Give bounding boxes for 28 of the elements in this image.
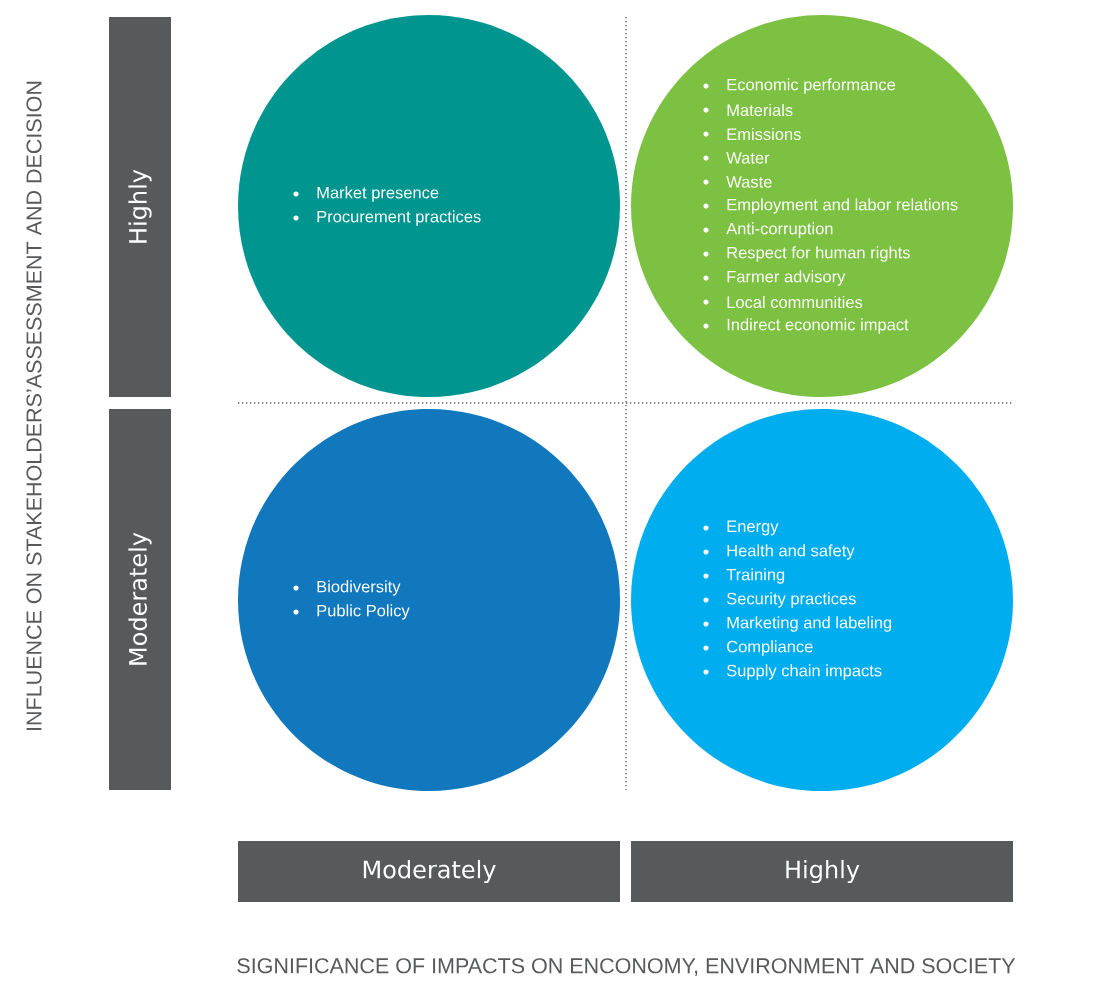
bullet-item: Energy — [703, 520, 779, 536]
bullet-item: Materials — [703, 103, 793, 117]
bullet-item: Marketing and labeling — [703, 616, 892, 632]
bullet-item: Waste — [703, 176, 772, 188]
bullet-item: Health and safety — [703, 544, 855, 560]
bullet-item: Market presence — [293, 186, 439, 202]
bullet-item: Anti-corruption — [703, 222, 833, 238]
axis-band: Moderately — [238, 841, 620, 902]
axis-title: SIGNIFICANCE OF IMPACTS ON ENCONOMY, ENVIRONMENT AND SOCIETY — [237, 958, 1016, 976]
bullet-item: Procurement practices — [293, 210, 481, 226]
bullet-item: Supply chain impacts — [703, 664, 882, 680]
bullet-item: Local communities — [703, 295, 863, 309]
axis-band: Moderately — [109, 409, 171, 790]
bullet-item: Respect for human rights — [703, 246, 910, 262]
bullet-item: Training — [703, 568, 785, 584]
bullet-item: Indirect economic impact — [703, 318, 909, 334]
bullet-item: Farmer advisory — [703, 270, 846, 286]
bullet-item: Security practices — [703, 592, 856, 608]
bullet-item: Compliance — [703, 640, 813, 656]
axis-band: Highly — [109, 17, 171, 397]
bullet-item: Biodiversity — [293, 580, 401, 596]
bullet-item: Emissions — [703, 127, 801, 141]
bullet-item: Employment and labor relations — [703, 198, 958, 214]
bullet-item: Public Policy — [293, 604, 410, 620]
axis-title: INFLUENCE ON STAKEHOLDERS’ASSESSMENT AND DECISION — [26, 81, 42, 730]
axis-band: Highly — [631, 841, 1013, 902]
bullet-item: Economic performance — [703, 78, 896, 94]
bullet-item: Water — [703, 152, 770, 164]
